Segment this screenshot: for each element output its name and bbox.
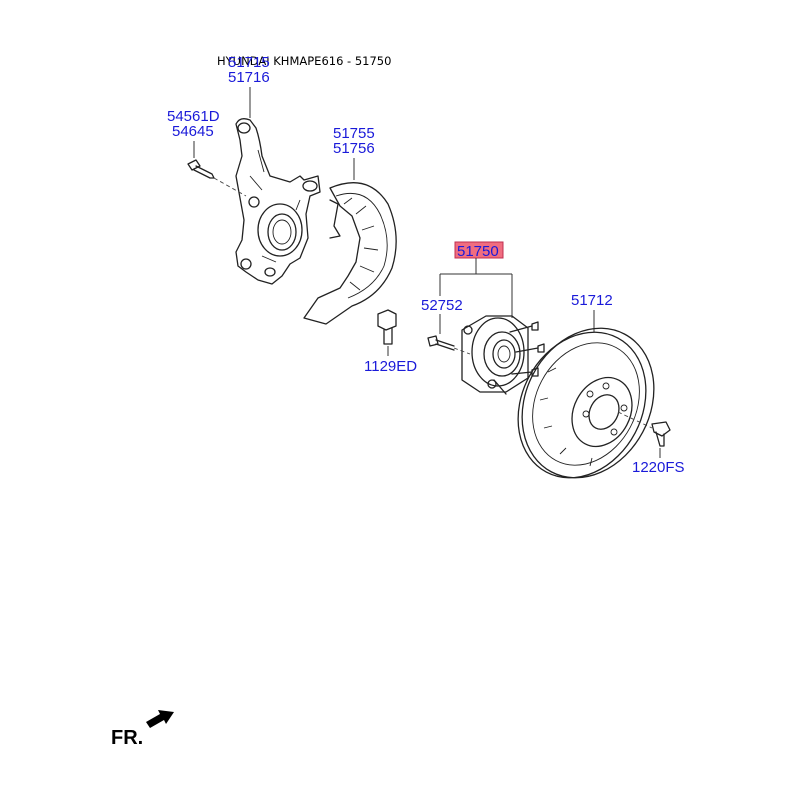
- part-number-1220FS[interactable]: 1220FS: [632, 459, 685, 476]
- highlight-box: [454, 241, 504, 259]
- cover-bolt[interactable]: [377, 309, 397, 345]
- wheel-bolt-axis: [453, 347, 471, 355]
- direction-label: FR.: [111, 727, 143, 749]
- wheel-bolt[interactable]: [427, 335, 455, 351]
- disc-screw[interactable]: [651, 421, 671, 447]
- part-number-51712[interactable]: 51712: [571, 292, 613, 309]
- knuckle-bolt[interactable]: [187, 159, 215, 179]
- part-number-54561D[interactable]: 54561D: [167, 108, 220, 125]
- part-number-54645[interactable]: 54645: [172, 123, 214, 140]
- part-number-51755[interactable]: 51755: [333, 125, 375, 142]
- part-number-51715[interactable]: 51715: [228, 54, 270, 71]
- part-number-51716[interactable]: 51716: [228, 69, 270, 86]
- hub-bearing[interactable]: [461, 315, 545, 395]
- brake-disc[interactable]: [493, 305, 679, 501]
- knuckle-bolt-axis: [213, 177, 247, 197]
- dust-cover[interactable]: [303, 182, 397, 325]
- steering-knuckle[interactable]: [235, 118, 321, 285]
- part-number-52752[interactable]: 52752: [421, 297, 463, 314]
- part-number-1129ED[interactable]: 1129ED: [364, 358, 417, 375]
- arrow-icon: [146, 710, 174, 728]
- part-number-51750[interactable]: 51750: [457, 243, 499, 260]
- disc-screw-axis: [617, 411, 653, 429]
- diagram-title: HYUNDAI KHMAPE616 - 51750: [217, 54, 391, 68]
- part-number-51756[interactable]: 51756: [333, 140, 375, 157]
